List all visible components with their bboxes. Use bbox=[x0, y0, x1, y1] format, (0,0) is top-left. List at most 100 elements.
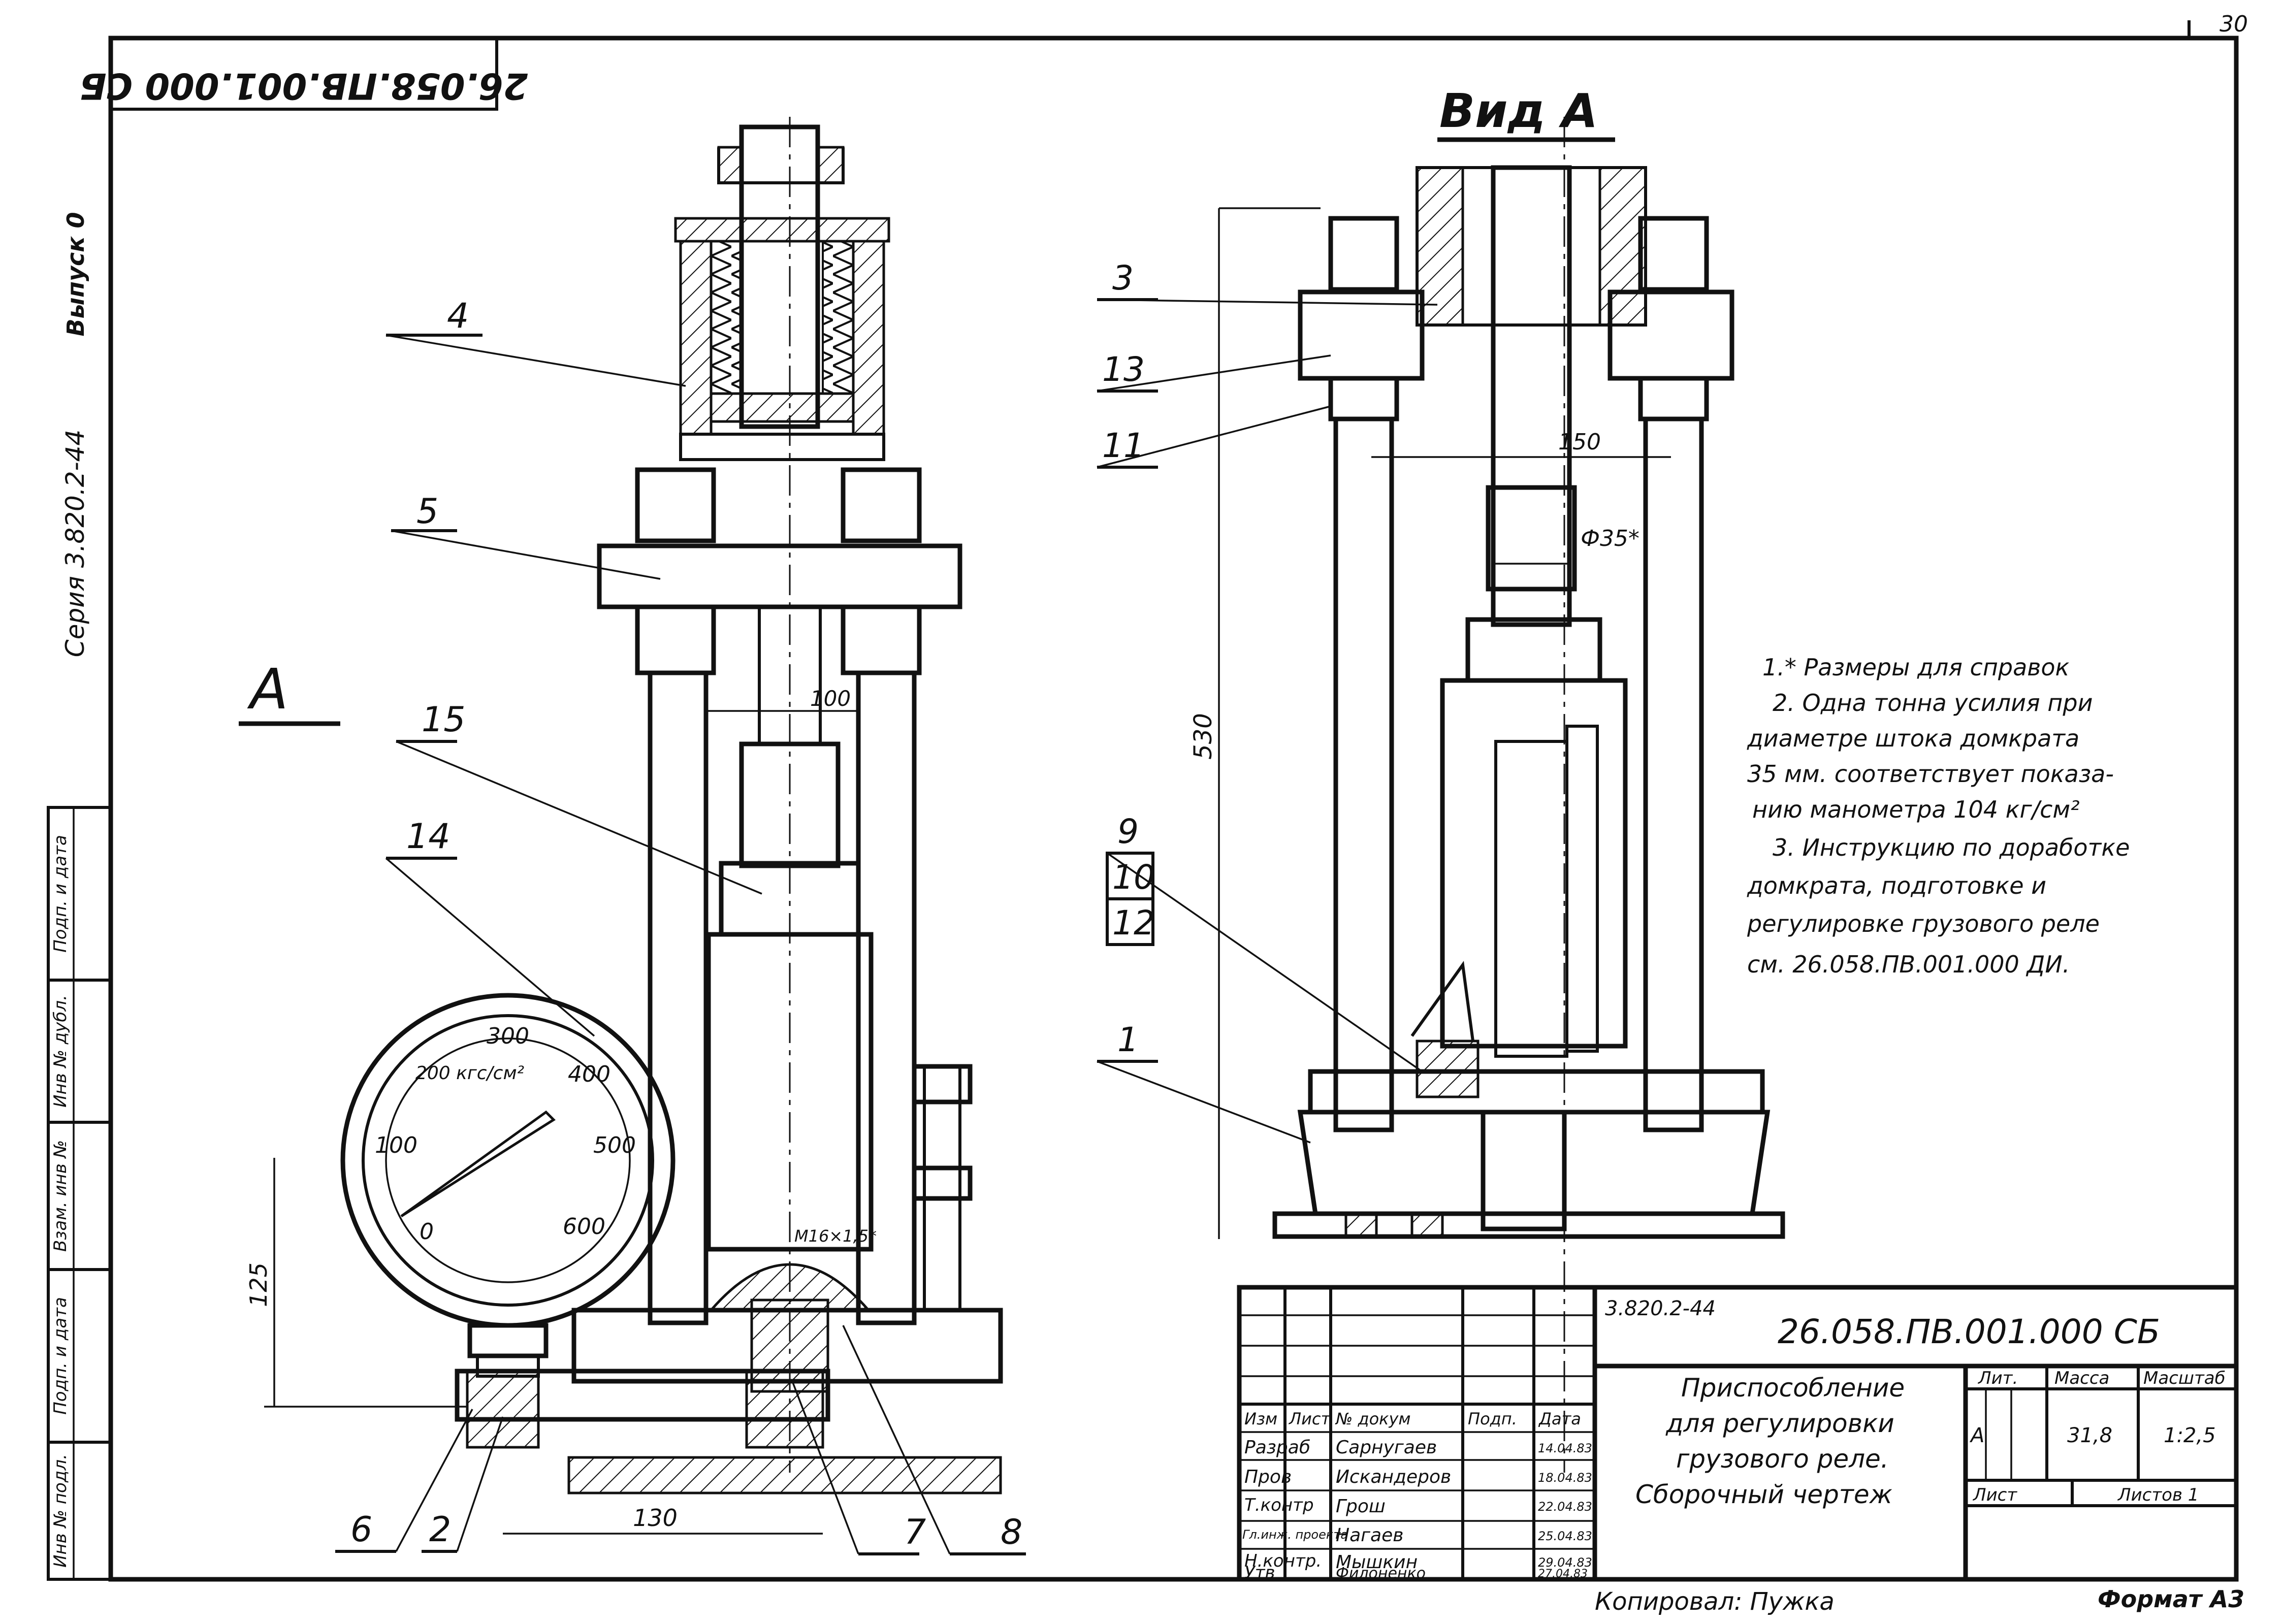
right-tie-rod bbox=[856, 670, 917, 1325]
format-label: Формат А3 bbox=[2098, 1585, 2244, 1613]
gauge-tick-300: 300 bbox=[487, 1023, 529, 1049]
note-line-5: нию манометра 104 кг/см² bbox=[1752, 796, 2080, 823]
gauge-unit: 200 кгс/см² bbox=[415, 1063, 524, 1084]
gauge-tick-600: 600 bbox=[563, 1214, 605, 1240]
front-view bbox=[455, 117, 1003, 1495]
tb-name-line-2: для регулировки bbox=[1665, 1409, 1894, 1438]
tb-name-2: Искандеров bbox=[1336, 1467, 1451, 1487]
margin-cell-1: Подп. и дата bbox=[50, 835, 71, 953]
margin-cell-5: Инв № подл. bbox=[50, 1454, 71, 1568]
margin-vypusk: Выпуск 0 bbox=[62, 212, 89, 337]
tb-role-2: Пров bbox=[1244, 1467, 1292, 1487]
callout-5: 5 bbox=[416, 492, 438, 532]
copied-by: Копировал: Пужка bbox=[1595, 1587, 1835, 1616]
notes-block: 1.* Размеры для справок 2. Одна тонна ус… bbox=[1747, 654, 2130, 978]
tb-mass-value: 31,8 bbox=[2067, 1424, 2112, 1447]
tb-sheets-label: Листов 1 bbox=[2117, 1485, 2199, 1505]
rotated-document-code: 26.058.ПВ.001.000 СБ bbox=[79, 65, 528, 107]
tb-name-6: Филоненко bbox=[1336, 1565, 1426, 1582]
dim-100: 100 bbox=[810, 686, 851, 711]
tb-header-doc: № докум bbox=[1335, 1409, 1411, 1428]
callout-2: 2 bbox=[429, 1510, 451, 1550]
view-a-dimensions: 530 150 Ф35* bbox=[1189, 207, 1671, 1239]
title-block: Изм Лист № докум Подп. Дата Разраб Сарну… bbox=[1237, 1285, 2239, 1583]
crosshead-bar bbox=[597, 543, 962, 609]
pipe-fitting-left bbox=[466, 1370, 540, 1449]
tb-role-6: Утв bbox=[1244, 1563, 1275, 1583]
tb-name-line-1: Приспособление bbox=[1681, 1373, 1905, 1403]
callout-8: 8 bbox=[1001, 1512, 1022, 1552]
tb-header-list: Лист bbox=[1289, 1409, 1331, 1428]
callout-11: 11 bbox=[1102, 426, 1145, 465]
tb-name-4: Нагаев bbox=[1336, 1525, 1403, 1546]
tb-name-3: Грош bbox=[1336, 1496, 1386, 1517]
dim-35: Ф35* bbox=[1581, 526, 1639, 551]
margin-seria: Серия 3.820.2-44 bbox=[60, 430, 90, 657]
tb-date-2: 18.04.83 bbox=[1538, 1471, 1592, 1485]
callout-12: 12 bbox=[1112, 903, 1155, 943]
svg-text:А: А bbox=[247, 657, 288, 722]
callout-10: 10 bbox=[1112, 858, 1155, 897]
gauge-tick-0: 0 bbox=[420, 1219, 434, 1245]
note-line-3: диаметре штока домкрата bbox=[1747, 725, 2079, 752]
tb-date-3: 22.04.83 bbox=[1538, 1500, 1592, 1514]
tb-date-1: 14.04.83 bbox=[1538, 1441, 1592, 1455]
tb-series-code: 3.820.2-44 bbox=[1605, 1297, 1716, 1320]
tb-role-5: Н.контр. bbox=[1244, 1551, 1322, 1571]
dim-130: 130 bbox=[633, 1504, 678, 1532]
tb-scale-label: Масштаб bbox=[2143, 1368, 2226, 1388]
tb-date-6: 27.04.83 bbox=[1538, 1568, 1588, 1580]
note-line-6: 3. Инструкцию по доработке bbox=[1773, 834, 2130, 861]
jack-body bbox=[706, 932, 874, 1252]
section-a-marker: А bbox=[239, 657, 340, 726]
gauge-tick-400: 400 bbox=[568, 1061, 610, 1087]
tb-date-4: 25.04.83 bbox=[1538, 1529, 1592, 1543]
page-number: 30 bbox=[2220, 11, 2248, 37]
side-margin: Выпуск 0 Серия 3.820.2-44 Подп. и дата И… bbox=[47, 212, 112, 1581]
tb-name-1: Сарнугаев bbox=[1336, 1437, 1437, 1458]
tb-header-izm: Изм bbox=[1244, 1409, 1277, 1428]
tb-date-5: 29.04.83 bbox=[1538, 1555, 1592, 1570]
note-line-1: 1.* Размеры для справок bbox=[1762, 654, 2070, 681]
margin-cell-3: Взам. инв № bbox=[50, 1140, 71, 1252]
front-dimensions: 100 125 130 M16×1,5* bbox=[245, 686, 877, 1535]
callout-7: 7 bbox=[904, 1512, 926, 1552]
dim-thread: M16×1,5* bbox=[794, 1226, 877, 1246]
tb-header-sign: Подп. bbox=[1468, 1409, 1517, 1428]
view-a-title: Вид А bbox=[1439, 84, 1598, 138]
tb-lit-value: А bbox=[1969, 1424, 1984, 1447]
callout-6: 6 bbox=[350, 1510, 372, 1550]
callout-14: 14 bbox=[406, 817, 451, 857]
gauge-tick-500: 500 bbox=[593, 1132, 636, 1158]
note-line-8: регулировке грузового реле bbox=[1747, 910, 2100, 937]
note-line-4: 35 мм. соответствует показа- bbox=[1747, 760, 2114, 788]
tb-header-date: Дата bbox=[1538, 1409, 1581, 1428]
margin-cell-2: Инв № дубл. bbox=[50, 995, 71, 1108]
tb-role-1: Разраб bbox=[1244, 1437, 1310, 1458]
view-a-base bbox=[1297, 1110, 1771, 1216]
pressure-gauge: 300 400 500 600 100 0 200 кгс/см² bbox=[340, 993, 676, 1378]
view-a-callouts: 3 13 11 9 10 12 1 bbox=[1097, 258, 1438, 1144]
note-line-7: домкрата, подготовке и bbox=[1747, 872, 2046, 899]
tb-document-code: 26.058.ПВ.001.000 СБ bbox=[1778, 1312, 2160, 1351]
gauge-tick-100: 100 bbox=[375, 1132, 417, 1158]
spring-plate bbox=[710, 392, 855, 423]
tb-name-5: Мышкин bbox=[1336, 1552, 1418, 1573]
view-a-rod bbox=[1491, 165, 1572, 627]
callout-3: 3 bbox=[1112, 258, 1134, 298]
view-a: Вид А bbox=[1272, 84, 1785, 1473]
front-rod bbox=[739, 124, 820, 429]
margin-cell-4: Подп. и дата bbox=[50, 1297, 71, 1415]
rotated-code-box: 26.058.ПВ.001.000 СБ bbox=[79, 37, 528, 111]
tb-name-line-4: Сборочный чертеж bbox=[1635, 1480, 1892, 1509]
dim-530: 530 bbox=[1189, 713, 1217, 760]
callout-1: 1 bbox=[1117, 1020, 1139, 1059]
tb-mass-label: Масса bbox=[2054, 1368, 2109, 1388]
tb-sheet-label: Лист bbox=[1972, 1485, 2017, 1505]
callout-15: 15 bbox=[422, 700, 466, 740]
view-a-right-rod bbox=[1643, 416, 1704, 1132]
tb-lit-label: Лит. bbox=[1977, 1368, 2018, 1388]
tb-role-4: Гл.инж. проекта bbox=[1242, 1528, 1348, 1542]
tb-role-3: Т.контр bbox=[1244, 1495, 1314, 1515]
